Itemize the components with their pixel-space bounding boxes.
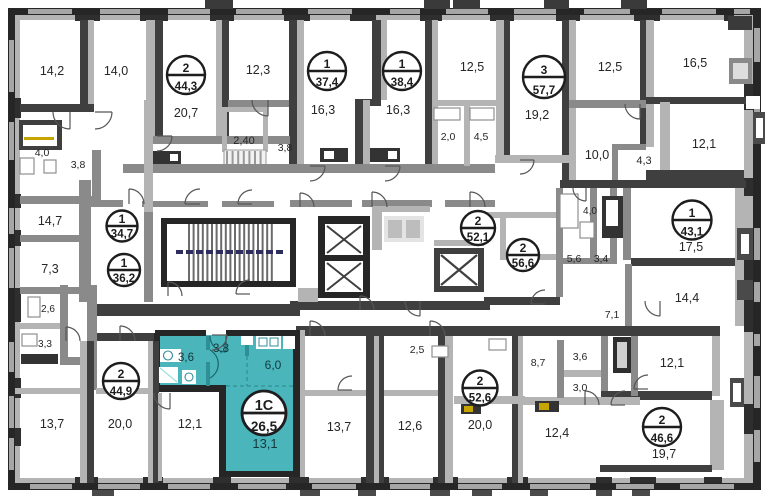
svg-text:3,8: 3,8 [213,343,229,355]
svg-text:19,7: 19,7 [652,447,676,461]
svg-text:14,0: 14,0 [104,64,128,78]
svg-text:2,40: 2,40 [233,135,254,147]
svg-text:12,4: 12,4 [545,426,569,440]
svg-text:13,7: 13,7 [40,417,64,431]
svg-text:56,6: 56,6 [512,258,534,270]
svg-text:7,3: 7,3 [41,262,58,276]
svg-text:4,3: 4,3 [636,155,651,167]
svg-text:12,1: 12,1 [178,417,202,431]
svg-text:14,2: 14,2 [40,64,64,78]
svg-text:8,7: 8,7 [531,357,546,369]
svg-text:12,1: 12,1 [660,356,684,370]
svg-text:1С: 1С [255,398,274,414]
svg-text:34,7: 34,7 [111,229,133,241]
svg-text:13,7: 13,7 [327,420,351,434]
svg-text:20,7: 20,7 [174,106,198,120]
svg-text:12,5: 12,5 [598,60,622,74]
svg-text:17,5: 17,5 [679,240,703,254]
svg-text:12,6: 12,6 [398,419,422,433]
svg-text:4,0: 4,0 [583,206,597,217]
svg-text:1: 1 [689,206,696,220]
svg-text:7,1: 7,1 [605,309,620,321]
svg-text:3,6: 3,6 [573,351,588,363]
svg-text:13,1: 13,1 [252,436,277,451]
svg-text:1: 1 [324,57,331,71]
svg-text:46,6: 46,6 [651,433,673,445]
svg-text:44,3: 44,3 [175,81,197,93]
svg-text:2,0: 2,0 [441,131,456,143]
svg-text:3,0: 3,0 [573,382,588,394]
svg-text:2: 2 [520,241,527,255]
svg-text:14,4: 14,4 [675,291,699,305]
svg-text:1: 1 [121,256,128,270]
svg-text:4,5: 4,5 [474,131,489,143]
svg-text:57,7: 57,7 [533,85,555,97]
svg-text:36,2: 36,2 [113,273,135,285]
svg-text:5,6: 5,6 [567,253,582,265]
svg-text:2: 2 [118,367,125,381]
svg-text:2,5: 2,5 [410,344,425,356]
svg-text:3,4: 3,4 [594,253,609,265]
svg-text:52,6: 52,6 [469,393,491,405]
svg-text:12,1: 12,1 [692,137,716,151]
svg-text:4,0: 4,0 [35,147,50,159]
svg-text:3: 3 [541,63,548,77]
svg-text:16,3: 16,3 [386,103,410,117]
svg-text:2: 2 [183,61,190,75]
svg-text:44,9: 44,9 [110,386,132,398]
svg-text:3,8: 3,8 [278,142,293,154]
svg-text:1: 1 [399,57,406,71]
svg-text:2: 2 [659,413,666,427]
svg-text:3,8: 3,8 [71,159,86,171]
svg-text:6,0: 6,0 [265,358,282,372]
svg-text:37,4: 37,4 [316,77,339,89]
svg-text:38,4: 38,4 [391,77,414,89]
svg-text:43,1: 43,1 [681,227,704,239]
svg-text:20,0: 20,0 [108,417,132,431]
svg-text:52,1: 52,1 [467,232,490,244]
svg-text:16,5: 16,5 [683,56,707,70]
svg-text:14,7: 14,7 [38,214,62,228]
svg-text:1: 1 [119,212,126,226]
svg-text:2,6: 2,6 [41,304,55,315]
svg-text:3,6: 3,6 [178,352,194,364]
svg-text:20,0: 20,0 [468,418,492,432]
svg-text:16,3: 16,3 [311,103,335,117]
svg-text:12,3: 12,3 [246,63,270,77]
svg-text:19,2: 19,2 [525,108,549,122]
svg-text:2: 2 [475,214,482,228]
svg-text:12,5: 12,5 [460,60,484,74]
svg-text:10,0: 10,0 [585,148,609,162]
svg-text:3,3: 3,3 [38,339,52,350]
svg-text:2: 2 [477,374,484,388]
svg-text:26,5: 26,5 [251,419,278,434]
